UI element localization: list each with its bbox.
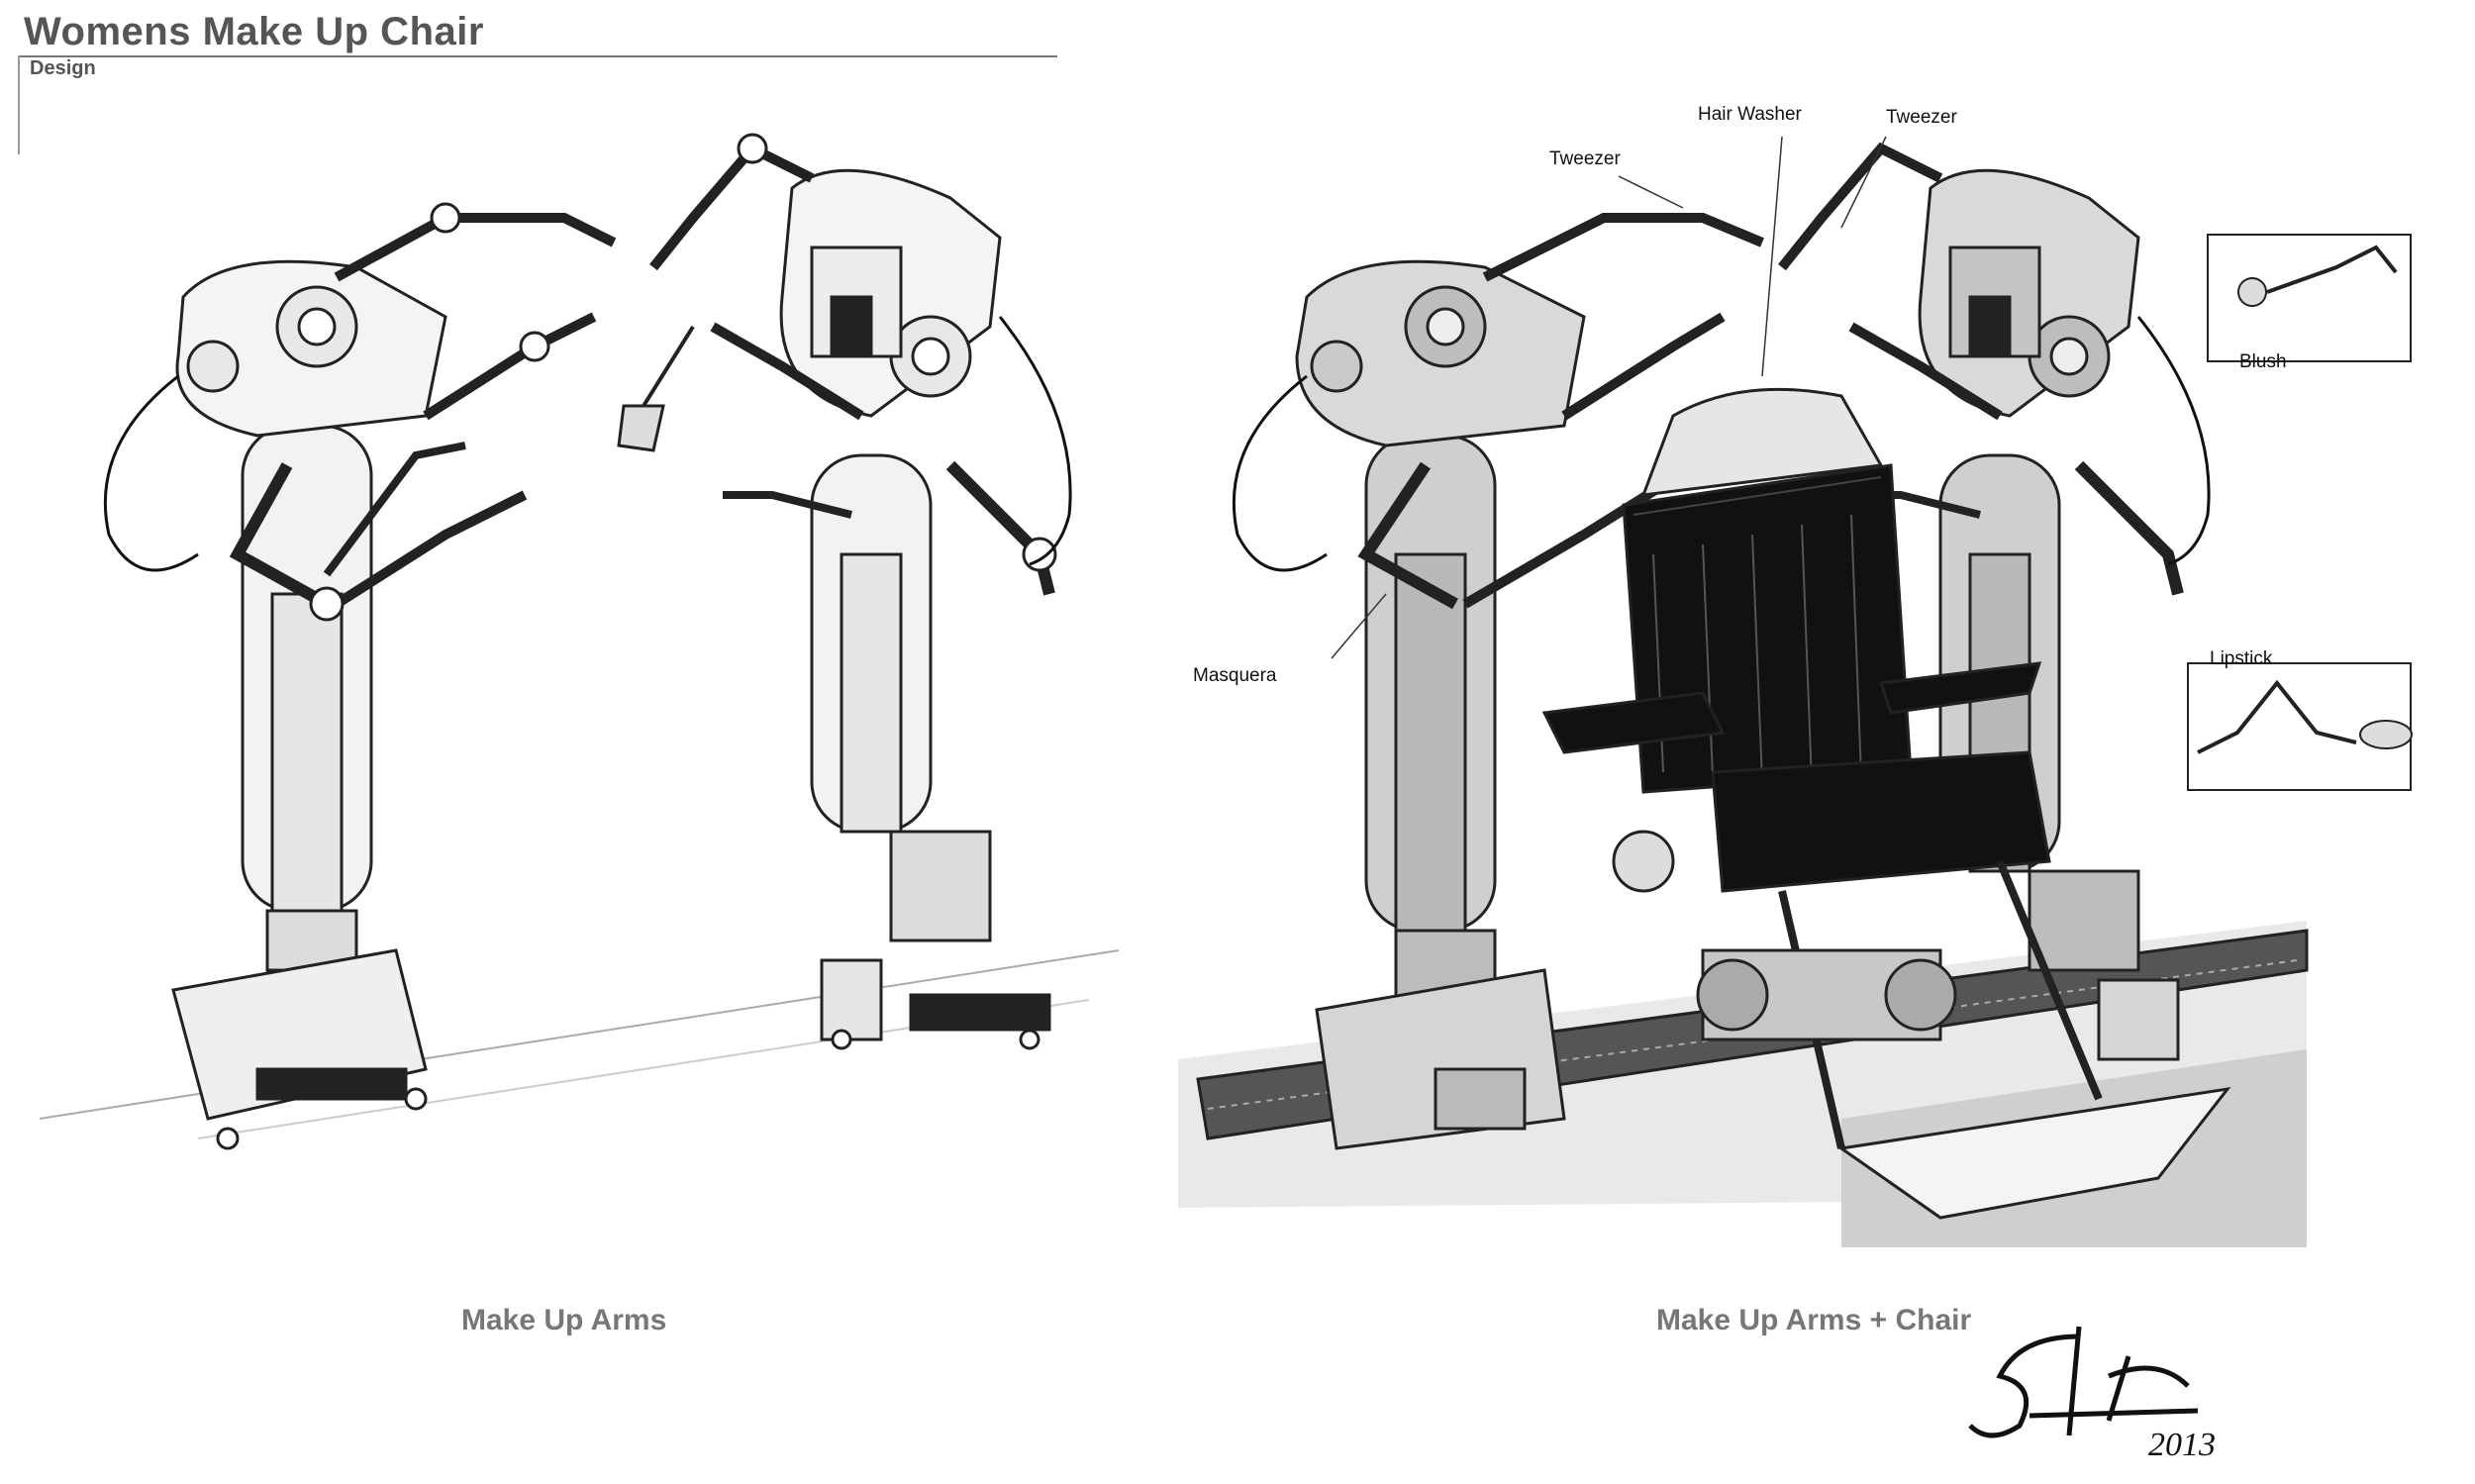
right-arm-unit xyxy=(617,133,1072,1050)
callout-masquera: Masquera xyxy=(1193,665,1277,686)
title-underline xyxy=(18,55,1057,57)
callout-blush: Blush xyxy=(2239,351,2287,372)
blush-inset xyxy=(2207,234,2412,362)
makeup-chair xyxy=(1541,387,2231,1220)
artist-signature: 2013 xyxy=(1968,1326,2216,1463)
title-side-rule xyxy=(18,55,20,154)
caption-make-up-arms: Make Up Arms xyxy=(461,1304,667,1336)
left-arm-unit xyxy=(39,202,1120,1150)
callout-hair-washer: Hair Washer xyxy=(1698,104,1802,125)
callout-tweezer-left: Tweezer xyxy=(1549,148,1621,169)
signature-year: 2013 xyxy=(2148,1427,2216,1463)
callout-tweezer-right: Tweezer xyxy=(1886,107,1957,128)
lipstick-inset xyxy=(2187,662,2413,791)
sheet-subtitle: Design xyxy=(30,57,96,79)
chair-scene xyxy=(1178,136,2413,1247)
sheet-title: Womens Make Up Chair xyxy=(24,10,484,53)
caption-make-up-arms-chair: Make Up Arms + Chair xyxy=(1656,1304,1972,1336)
callout-lipstick: Lipstick xyxy=(2210,648,2273,669)
